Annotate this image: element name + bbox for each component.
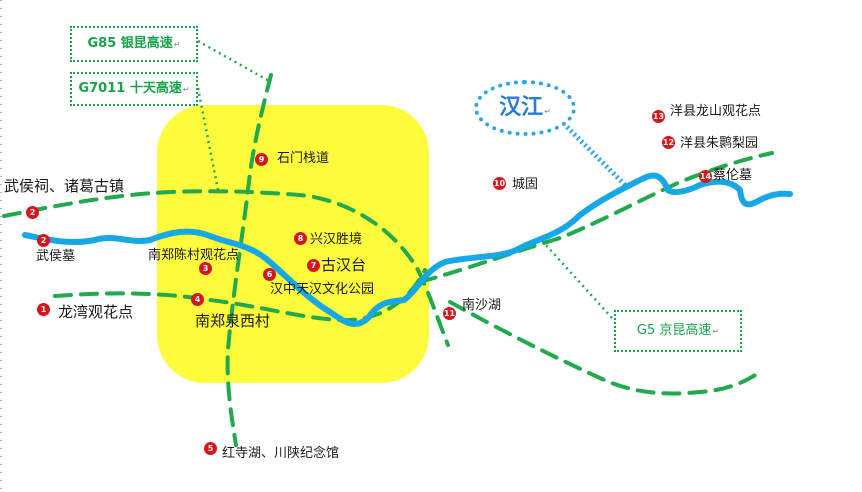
urban-area-highlight	[157, 105, 429, 383]
southeast-route	[448, 300, 762, 396]
han-river-label: 汉江↵	[474, 80, 576, 136]
site-label-chenggu: 城固	[512, 177, 539, 192]
site-label-quanxi: 南郑泉西村	[195, 312, 271, 330]
site-marker-9: 9	[255, 153, 268, 166]
site-marker-7: 7	[307, 259, 320, 272]
site-label-longwan: 龙湾观花点	[58, 303, 134, 321]
site-label-shimen: 石门栈道	[277, 151, 330, 166]
g5-route	[418, 151, 774, 284]
g5-label: G5 京昆高速↵	[614, 310, 742, 352]
site-marker-8: 8	[294, 232, 307, 245]
site-label-cailun: 蔡伦墓	[713, 168, 753, 183]
g85-label: G85 银昆高速↵	[70, 26, 198, 62]
g5-leader	[544, 243, 613, 319]
left-margin-dots	[0, 0, 2, 492]
site-marker-10: 10	[493, 177, 506, 190]
site-marker-6: 6	[263, 268, 276, 281]
g85-leader	[197, 39, 272, 84]
site-marker-2b: 2	[26, 206, 39, 219]
site-label-chencun: 南郑陈村观花点	[148, 248, 240, 263]
site-marker-14: 14	[699, 170, 712, 183]
site-label-zhuhuan: 洋县朱鹮梨园	[680, 136, 759, 151]
site-label-wuhou-temple: 武侯祠、诸葛古镇	[4, 177, 125, 195]
site-marker-11: 11	[443, 307, 456, 320]
site-label-hongsihu: 红寺湖、川陕纪念馆	[222, 446, 340, 461]
site-label-xinghan: 兴汉胜境	[310, 232, 363, 247]
south-ring-route	[53, 268, 427, 323]
site-marker-1: 1	[37, 303, 50, 316]
site-label-longshan: 洋县龙山观花点	[670, 104, 762, 119]
g7011-label: G7011 十天高速↵	[70, 72, 198, 106]
g85-route	[225, 73, 273, 447]
site-label-tianhan-park: 汉中天汉文化公园	[270, 282, 375, 297]
site-label-wuhou-tomb: 武侯墓	[36, 249, 76, 264]
site-marker-2a: 2	[37, 234, 50, 247]
site-marker-5: 5	[204, 442, 217, 455]
river-leader	[558, 118, 630, 190]
site-marker-3: 3	[199, 262, 212, 275]
site-label-guhantai: 古汉台	[321, 256, 367, 274]
site-marker-13: 13	[652, 110, 665, 123]
site-marker-4: 4	[191, 293, 204, 306]
site-label-nanshahu: 南沙湖	[462, 298, 502, 313]
han-river	[22, 172, 793, 327]
site-marker-12: 12	[662, 136, 675, 149]
